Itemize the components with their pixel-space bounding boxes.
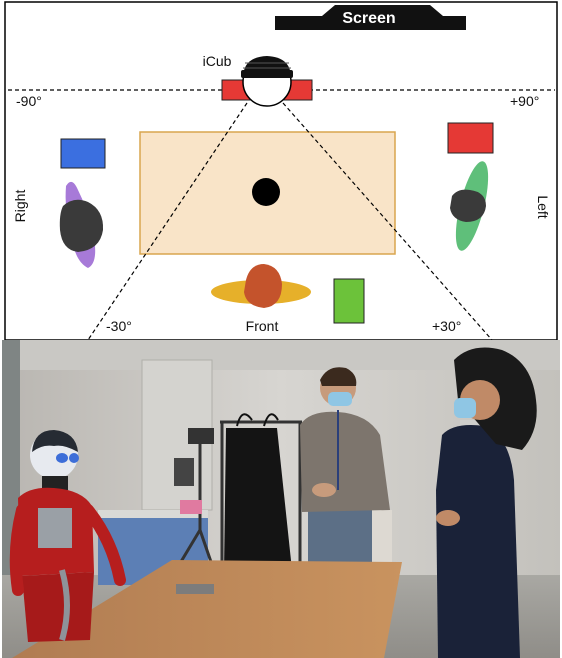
table-device: [176, 584, 214, 594]
front-position-marker: [333, 278, 365, 324]
side-left-label: Left: [535, 195, 551, 218]
screen-label: Screen: [342, 10, 395, 27]
side-front-label: Front: [246, 318, 279, 334]
table-center-marker: [252, 178, 280, 206]
fov-left-line: [87, 102, 248, 341]
monitor: [174, 458, 194, 486]
setup-diagram: Screen -90° +90° iCub Right Left: [4, 1, 558, 341]
angle-front-left-label: -30°: [106, 318, 132, 334]
left-position-marker: [447, 122, 494, 154]
cabinet-top: [98, 510, 208, 518]
lab-photo-illustration: [2, 340, 560, 658]
angle-front-right-label: +30°: [432, 318, 461, 334]
fov-right-line: [282, 102, 493, 341]
participant-woman-icon: [436, 347, 537, 658]
angle-right-label: +90°: [510, 93, 539, 109]
right-position-marker: [60, 138, 106, 169]
screen-shape: [275, 5, 466, 30]
icub-robot-icon: [9, 430, 126, 642]
side-right-label: Right: [12, 190, 28, 223]
front-person-head-icon: [244, 264, 282, 308]
left-person-head-icon: [450, 189, 486, 222]
robot-label: iCub: [203, 53, 232, 69]
table-icon: [12, 560, 402, 658]
right-person-head-icon: [59, 199, 104, 252]
angle-left-label: -90°: [16, 93, 42, 109]
lab-photo: [2, 340, 560, 658]
robot-head-icon: [241, 56, 293, 107]
